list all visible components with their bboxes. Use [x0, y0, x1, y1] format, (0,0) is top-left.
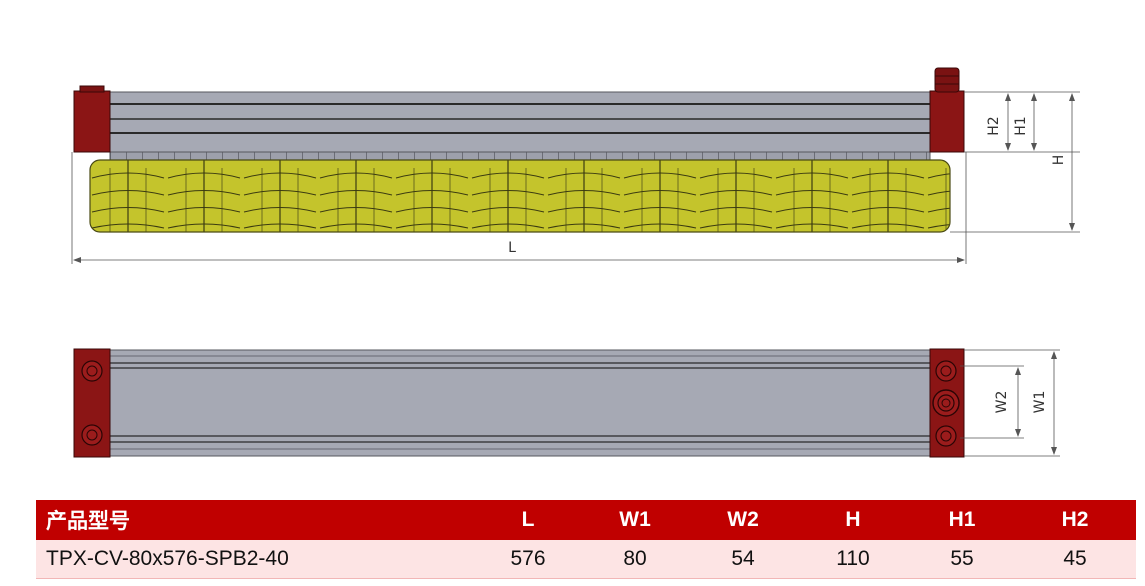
dim-label-W1: W1	[1032, 391, 1048, 414]
front-view	[73, 67, 965, 233]
cell-model: TPX-CV-80x576-SPB2-40	[36, 540, 476, 579]
front-dimensions	[71, 91, 1080, 264]
top-dimensions	[960, 349, 1060, 457]
header-W2: W2	[690, 500, 796, 540]
top-view	[73, 348, 965, 458]
air-port	[932, 389, 960, 417]
spec-table: 产品型号 L W1 W2 H H1 H2 TPX-CV-80x576-SPB2-…	[36, 500, 1136, 579]
top-dim-arrows	[1015, 351, 1057, 455]
header-H: H	[796, 500, 910, 540]
dim-label-H: H	[1051, 155, 1067, 166]
header-W1: W1	[580, 500, 690, 540]
table-row: TPX-CV-80x576-SPB2-40 576 80 54 110 55 4…	[36, 540, 1136, 579]
cell-L: 576	[476, 540, 580, 579]
cell-W1: 80	[580, 540, 690, 579]
front-body	[107, 91, 933, 153]
cell-H1: 55	[910, 540, 1014, 579]
dim-label-L: L	[508, 240, 516, 256]
suction-cup-row	[89, 159, 951, 233]
air-fitting	[934, 67, 960, 93]
left-end-cap	[73, 90, 111, 153]
top-body	[107, 349, 933, 457]
cell-H2: 45	[1014, 540, 1136, 579]
header-model: 产品型号	[36, 500, 476, 540]
cell-W2: 54	[690, 540, 796, 579]
dim-label-H1: H1	[1013, 116, 1029, 135]
table-header-row: 产品型号 L W1 W2 H H1 H2	[36, 500, 1136, 540]
right-end-cap	[929, 90, 965, 153]
cell-H: 110	[796, 540, 910, 579]
front-dim-arrows	[73, 93, 1075, 263]
header-H2: H2	[1014, 500, 1136, 540]
header-H1: H1	[910, 500, 1014, 540]
dim-label-W2: W2	[994, 391, 1010, 414]
header-L: L	[476, 500, 580, 540]
dim-label-H2: H2	[986, 116, 1002, 135]
